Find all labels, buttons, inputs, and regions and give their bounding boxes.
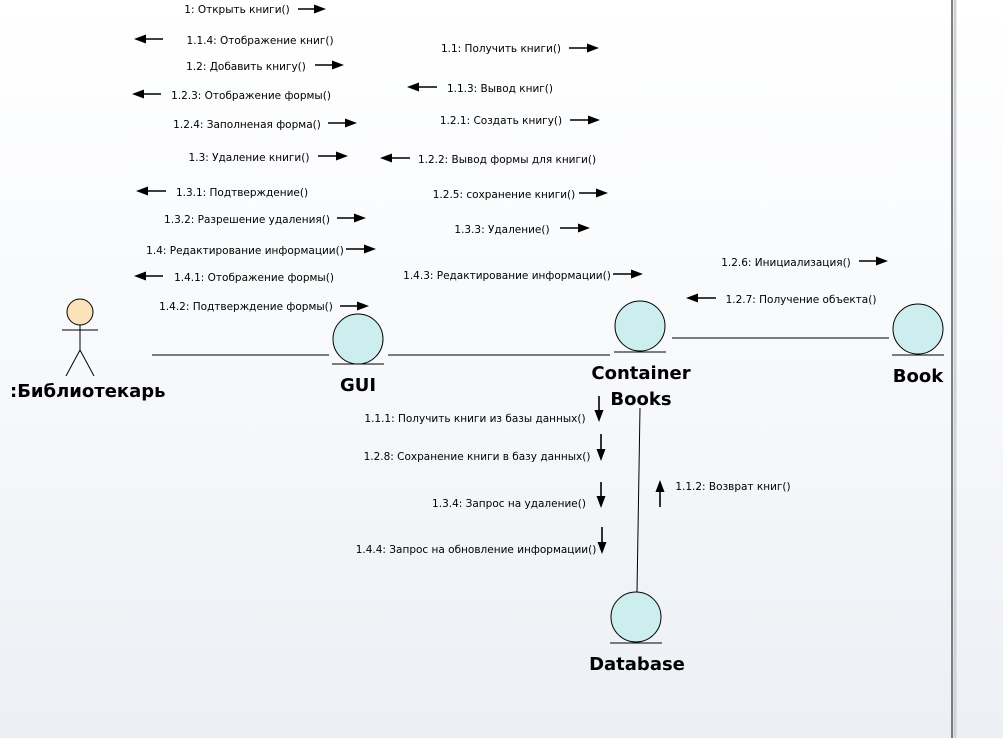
- entity-icon: [892, 303, 944, 356]
- message-label: 1.2: Добавить книгу(): [186, 61, 306, 73]
- actor-label: :Библиотекарь: [10, 381, 166, 402]
- message-label: 1.3: Удаление книги(): [189, 152, 310, 164]
- arrow-down-icon: [596, 482, 606, 508]
- message-label: 1.4.1: Отображение формы(): [174, 272, 334, 284]
- container-label-line1: Container: [591, 363, 690, 384]
- arrow-left-icon: [380, 153, 410, 163]
- object-database[interactable]: Database: [589, 591, 685, 675]
- message-label: 1.4.2: Подтверждение формы(): [159, 301, 333, 313]
- arrow-right-icon: [613, 269, 643, 279]
- arrow-right-icon: [346, 244, 376, 254]
- arrow-left-icon: [132, 89, 161, 99]
- message-label: 1.4.4: Запрос на обновление информации(): [356, 544, 597, 556]
- message-label: 1.1.1: Получить книги из базы данных(): [364, 413, 585, 425]
- database-label: Database: [589, 654, 685, 675]
- arrow-right-icon: [569, 43, 599, 53]
- message-label: 1.2.3: Отображение формы(): [171, 90, 331, 102]
- book-label: Book: [893, 366, 944, 387]
- message-label: 1.2.2: Вывод формы для книги(): [418, 154, 596, 166]
- container-label-line2: Books: [610, 389, 671, 410]
- message-label: 1.4.3: Редактирование информации(): [403, 270, 611, 282]
- arrow-right-icon: [560, 223, 590, 233]
- message-label: 1.2.6: Инициализация(): [721, 257, 851, 269]
- message-label: 1.4: Редактирование информации(): [146, 245, 344, 257]
- object-container-books[interactable]: Container Books: [591, 300, 691, 410]
- message-label: 1.1.4: Отображение книг(): [186, 35, 333, 47]
- object-book[interactable]: Book: [892, 303, 944, 387]
- message-label: 1.2.7: Получение объекта(): [726, 294, 877, 306]
- actor-librarian[interactable]: :Библиотекарь: [10, 298, 166, 402]
- arrow-down-icon: [597, 527, 607, 554]
- arrow-left-icon: [686, 293, 716, 303]
- arrow-right-icon: [318, 151, 348, 161]
- arrow-right-icon: [340, 301, 369, 311]
- arrow-left-icon: [136, 186, 166, 196]
- arrow-down-icon: [596, 434, 606, 461]
- arrow-right-icon: [570, 115, 600, 125]
- link-container-database[interactable]: [636, 407, 641, 593]
- message-label: 1.1: Получить книги(): [441, 43, 561, 55]
- message-label: 1.3.2: Разрешение удаления(): [164, 214, 330, 226]
- entity-icon: [332, 313, 384, 365]
- message-label: 1.3.1: Подтверждение(): [176, 187, 308, 199]
- message-label: 1.1.3: Вывод книг(): [447, 83, 553, 95]
- arrow-down-icon: [594, 396, 604, 422]
- arrow-right-icon: [328, 118, 357, 128]
- message-label: 1.3.3: Удаление(): [454, 224, 549, 236]
- arrow-right-icon: [315, 60, 344, 70]
- arrow-right-icon: [298, 4, 326, 14]
- arrow-right-icon: [859, 256, 888, 266]
- message-label: 1.2.1: Создать книгу(): [440, 115, 562, 127]
- message-label: 1.2.8: Сохранение книги в базу данных(): [364, 451, 591, 463]
- arrow-left-icon: [407, 82, 437, 92]
- object-gui[interactable]: GUI: [332, 313, 384, 396]
- arrow-left-icon: [134, 271, 163, 281]
- gui-label: GUI: [340, 375, 376, 396]
- message-label: 1.1.2: Возврат книг(): [675, 481, 790, 493]
- entity-icon: [614, 300, 666, 353]
- message-label: 1.3.4: Запрос на удаление(): [432, 498, 586, 510]
- message-label: 1.2.5: сохранение книги(): [433, 189, 575, 201]
- arrow-right-icon: [337, 213, 366, 223]
- arrow-up-icon: [655, 480, 665, 507]
- entity-icon: [610, 591, 662, 644]
- message-label: 1.2.4: Заполненая форма(): [173, 119, 321, 131]
- arrow-left-icon: [134, 34, 163, 44]
- message-label: 1: Открыть книги(): [184, 4, 289, 16]
- arrow-right-icon: [579, 188, 608, 198]
- actor-figure-icon: [62, 298, 98, 377]
